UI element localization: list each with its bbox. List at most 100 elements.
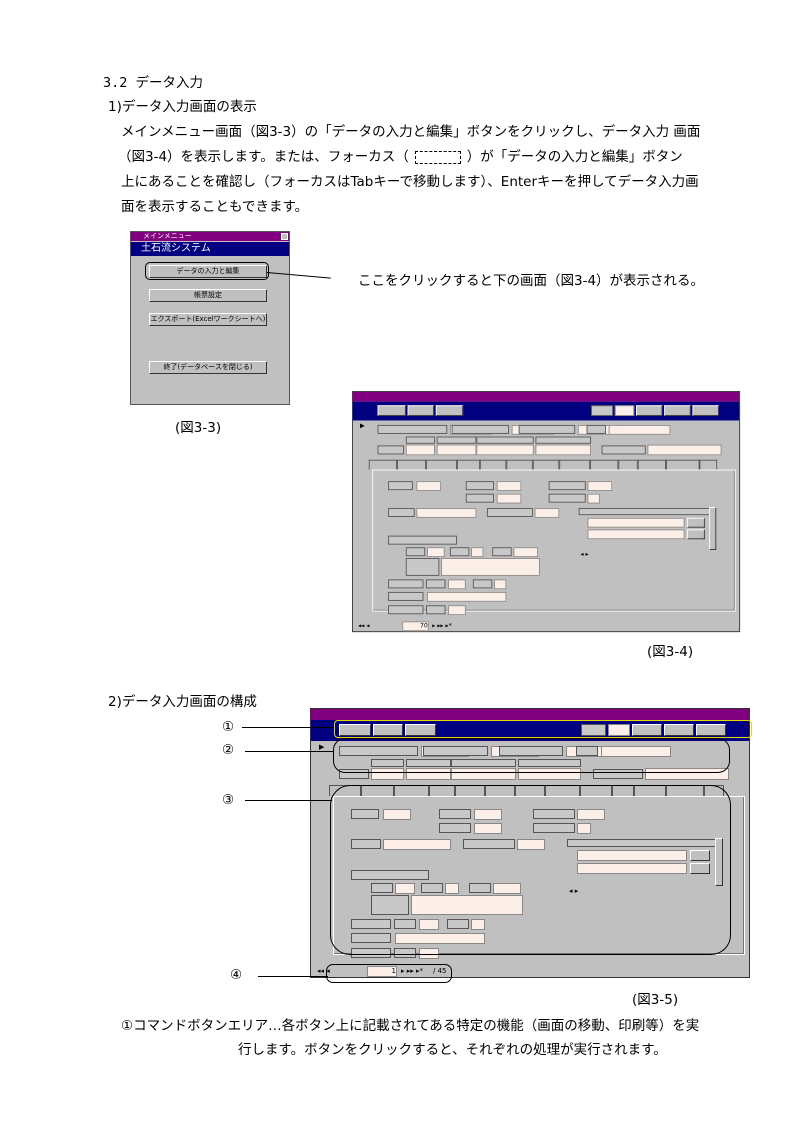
command-button[interactable] [407,405,435,417]
data-field[interactable] [471,547,484,558]
combo-box[interactable] [448,579,466,590]
subform-nav[interactable]: ◂ ▸ [569,887,579,895]
record-nav-next[interactable]: ▸ ▸▸ ▸* [432,622,452,630]
data-field[interactable] [587,481,613,492]
tab-4[interactable] [456,459,480,470]
tab-2[interactable] [396,459,427,470]
window-titlebar: メインメニュー [131,232,289,241]
report-settings-button[interactable]: 帳票設定 [149,289,267,302]
command-button[interactable] [664,405,691,417]
command-button[interactable] [636,405,663,417]
record-navigation[interactable]: ◂◂ ◂ [358,622,370,630]
marker-4: ④ [230,967,243,983]
combo-box[interactable] [534,507,560,518]
header-field[interactable] [608,424,671,435]
paragraph-text: ）が「データの入力と編集」ボタン [466,149,683,165]
close-icon[interactable] [281,233,288,240]
combo-box[interactable] [419,948,439,959]
header-field[interactable] [406,768,451,780]
data-entry-edit-button[interactable]: データの入力と編集 [149,265,267,278]
data-field[interactable] [474,809,502,820]
data-field[interactable] [416,507,477,518]
tab-12[interactable] [665,459,700,470]
header-field[interactable] [518,768,581,780]
combo-box[interactable] [448,605,466,616]
year-field[interactable] [614,405,635,417]
combo-box[interactable] [395,933,485,944]
command-button[interactable] [692,405,719,417]
data-field[interactable] [383,809,411,820]
record-selector-icon[interactable]: ▶ [359,422,365,430]
header-field[interactable] [451,768,516,780]
data-field[interactable] [471,919,485,930]
combo-box[interactable] [426,591,507,602]
data-field[interactable] [577,823,591,834]
command-button[interactable] [435,405,464,417]
data-field[interactable] [587,493,600,504]
command-button[interactable] [632,724,662,736]
header-field[interactable] [405,444,435,456]
data-field[interactable] [493,883,521,894]
memo-field[interactable] [411,895,523,915]
header-field[interactable] [535,444,592,456]
combo-box[interactable] [587,529,685,540]
combo-box[interactable] [517,839,545,850]
field-label [426,605,446,615]
subform-button[interactable] [687,529,705,540]
combo-box[interactable] [419,919,439,930]
data-field[interactable] [577,809,605,820]
command-button[interactable] [339,724,371,736]
record-number-field[interactable]: 1 [367,966,397,977]
header-field[interactable] [371,768,404,780]
header-field[interactable] [436,444,477,456]
year-field[interactable] [608,724,630,736]
command-button[interactable] [373,724,403,736]
scrollbar[interactable] [709,507,717,550]
tab-10[interactable] [618,459,638,470]
header-field[interactable] [601,746,671,757]
subform-button[interactable] [690,850,710,861]
tab-13[interactable] [699,459,718,470]
record-selector-icon[interactable]: ▶ [319,743,325,751]
exit-button[interactable]: 終了(データベースを閉じる) [149,361,267,374]
data-field[interactable] [496,493,522,504]
subform-nav[interactable]: ◂ ▸ [580,550,589,558]
header-field[interactable] [476,444,534,456]
tab-1[interactable] [368,459,397,470]
header-field[interactable] [645,768,729,780]
data-field[interactable] [496,481,522,492]
data-field[interactable] [513,547,539,558]
command-button[interactable] [696,724,726,736]
combo-box[interactable] [426,547,445,558]
header-field[interactable] [647,444,722,456]
record-navigation[interactable]: ◂◂ ◂ [317,967,330,975]
data-field[interactable] [494,579,507,590]
command-button[interactable] [405,724,436,736]
data-field[interactable] [445,883,459,894]
record-nav-next[interactable]: ▸ ▸▸ ▸* [401,967,424,975]
tab-6[interactable] [506,459,533,470]
field-label [339,769,369,779]
record-number-field[interactable]: 70 [402,621,429,632]
subform-button[interactable] [690,863,710,874]
data-field[interactable] [383,839,451,850]
data-field[interactable] [474,823,502,834]
tab-8[interactable] [559,459,591,470]
tab-3[interactable] [426,459,457,470]
combo-box[interactable] [395,883,415,894]
combo-box[interactable] [587,517,685,528]
export-excel-button[interactable]: エクスポート(Excelワークシートへ) [149,313,267,326]
tab-11[interactable] [637,459,666,470]
scrollbar[interactable] [715,838,723,886]
tab-7[interactable] [532,459,560,470]
tab-5[interactable] [479,459,507,470]
subform-button[interactable] [687,517,705,528]
command-button[interactable] [664,724,694,736]
data-field[interactable] [416,481,442,492]
tab-9[interactable] [590,459,619,470]
command-button[interactable] [377,405,406,417]
combo-box[interactable] [577,850,687,861]
combo-box[interactable] [577,863,687,874]
memo-field[interactable] [441,557,540,576]
data-entry-screenshot-fig35: ▶◂ ▸◂◂ ◂1▸ ▸▸ ▸*/ 45 [310,708,750,978]
